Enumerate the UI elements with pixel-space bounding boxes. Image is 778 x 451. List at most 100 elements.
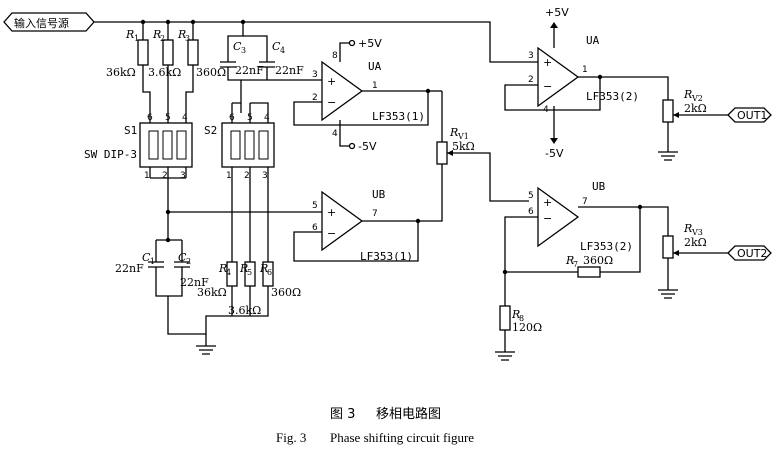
svg-text:2: 2 — [312, 93, 318, 103]
rv2-value: 2kΩ — [684, 102, 707, 115]
u1b-unit: UB — [372, 188, 386, 201]
u1a-vneg: -5V — [358, 140, 377, 153]
r5-value: 3.6kΩ — [228, 304, 261, 317]
svg-text:5: 5 — [247, 113, 253, 123]
svg-text:R: R — [239, 262, 248, 275]
svg-text:5: 5 — [247, 268, 252, 277]
resistors-r4-r6: R 4 R 5 R 6 36kΩ 3.6kΩ 360Ω — [197, 178, 301, 317]
svg-text:R: R — [683, 88, 692, 101]
capacitors-c1-c2: C 1 C 2 22nF 22nF — [115, 212, 232, 335]
u1b-part: LF353(1) — [360, 250, 413, 263]
c2-value: 22nF — [180, 276, 209, 289]
svg-text:1: 1 — [372, 81, 378, 91]
r2-value: 3.6kΩ — [148, 66, 181, 79]
resistor-r3: R 3 360Ω — [177, 22, 226, 113]
capacitors-c3-c4: C 3 C 4 22nF 22nF — [220, 22, 304, 81]
ground-symbol-3 — [495, 351, 515, 361]
opamp-u2a: + − 3 2 1 4 +5V -5V UA LF353(2) — [504, 6, 669, 160]
svg-text:R: R — [125, 28, 134, 41]
svg-text:V3: V3 — [691, 228, 703, 237]
ground-symbol-2 — [658, 151, 678, 161]
svg-text:1: 1 — [582, 65, 588, 75]
ground-symbol-1 — [196, 334, 216, 355]
svg-text:5: 5 — [312, 201, 318, 211]
svg-text:2: 2 — [186, 257, 191, 266]
caption-zh-title: 移相电路图 — [376, 406, 441, 422]
svg-text:2: 2 — [244, 171, 250, 181]
s2-name: S2 — [204, 124, 217, 137]
svg-text:C: C — [142, 251, 151, 264]
u2a-vneg: -5V — [545, 147, 564, 160]
svg-text:8: 8 — [519, 314, 524, 323]
svg-text:4: 4 — [332, 129, 338, 139]
svg-text:R: R — [683, 222, 692, 235]
svg-text:C: C — [233, 40, 242, 53]
svg-text:2: 2 — [528, 75, 534, 85]
output-port-1: OUT1 — [727, 107, 772, 123]
potentiometer-rv2: R V2 2kΩ — [662, 88, 728, 152]
svg-text:4: 4 — [182, 113, 188, 123]
svg-text:R: R — [565, 254, 574, 267]
svg-text:5: 5 — [528, 191, 534, 201]
opamp-u2b: + − 5 6 7 UB LF353(2) R 7 360Ω R 8 120Ω — [499, 180, 669, 352]
rv1-value: 5kΩ — [452, 140, 475, 153]
svg-text:−: − — [327, 227, 336, 240]
resistor-r2: R 2 3.6kΩ — [148, 22, 181, 113]
r6-value: 360Ω — [271, 286, 301, 299]
figure-caption: 图 3 移相电路图 Fig. 3 Phase shifting circuit … — [276, 406, 474, 445]
svg-text:OUT1: OUT1 — [737, 109, 767, 122]
u1a-unit: UA — [368, 60, 382, 73]
svg-text:6: 6 — [229, 113, 235, 123]
svg-text:7: 7 — [582, 197, 588, 207]
opamp-u1a: + − 3 2 8 1 4 +5V -5V UA LF353(1) — [293, 37, 431, 153]
svg-text:3: 3 — [185, 34, 190, 43]
c3-value: 22nF — [235, 64, 264, 77]
svg-text:1: 1 — [144, 171, 150, 181]
r1-value: 36kΩ — [106, 66, 136, 79]
u1a-part: LF353(1) — [372, 110, 425, 123]
s1-type: SW DIP-3 — [84, 148, 137, 161]
svg-text:3: 3 — [262, 171, 268, 181]
caption-en-num: Fig. 3 — [276, 430, 306, 445]
svg-text:+: + — [327, 75, 336, 88]
svg-text:3: 3 — [180, 171, 186, 181]
svg-text:−: − — [327, 96, 336, 109]
input-bus-wire — [94, 21, 512, 63]
input-port: 输入信号源 — [3, 12, 95, 32]
svg-text:6: 6 — [147, 113, 153, 123]
svg-text:R: R — [177, 28, 186, 41]
r3-value: 360Ω — [196, 66, 226, 79]
r4-value: 36kΩ — [197, 286, 227, 299]
svg-text:C: C — [178, 251, 187, 264]
dip-switch-s2: 6 5 4 1 2 3 S2 — [204, 80, 275, 181]
svg-text:6: 6 — [267, 268, 272, 277]
u2a-unit: UA — [586, 34, 600, 47]
svg-text:8: 8 — [332, 51, 338, 61]
svg-text:C: C — [272, 40, 281, 53]
svg-text:+: + — [543, 56, 552, 69]
potentiometer-rv1: R V1 5kΩ — [428, 90, 529, 202]
rv3-value: 2kΩ — [684, 236, 707, 249]
svg-text:1: 1 — [134, 34, 139, 43]
svg-text:+: + — [327, 206, 336, 219]
svg-text:3: 3 — [241, 46, 246, 55]
c4-value: 22nF — [275, 64, 304, 77]
svg-text:4: 4 — [543, 105, 549, 115]
svg-text:−: − — [543, 212, 552, 225]
u2b-part: LF353(2) — [580, 240, 633, 253]
svg-text:+: + — [543, 196, 552, 209]
r8-value: 120Ω — [512, 321, 542, 334]
svg-text:4: 4 — [280, 46, 285, 55]
dip-switch-s1: 6 5 4 1 2 3 S1 SW DIP-3 — [84, 113, 193, 212]
svg-text:4: 4 — [264, 113, 270, 123]
u2a-part: LF353(2) — [586, 90, 639, 103]
svg-text:R: R — [259, 262, 268, 275]
svg-text:1: 1 — [150, 257, 155, 266]
svg-text:6: 6 — [528, 207, 534, 217]
svg-text:R: R — [152, 28, 161, 41]
resistor-r1: R 1 36kΩ — [106, 22, 151, 113]
u2b-unit: UB — [592, 180, 606, 193]
s1-name: S1 — [124, 124, 137, 137]
